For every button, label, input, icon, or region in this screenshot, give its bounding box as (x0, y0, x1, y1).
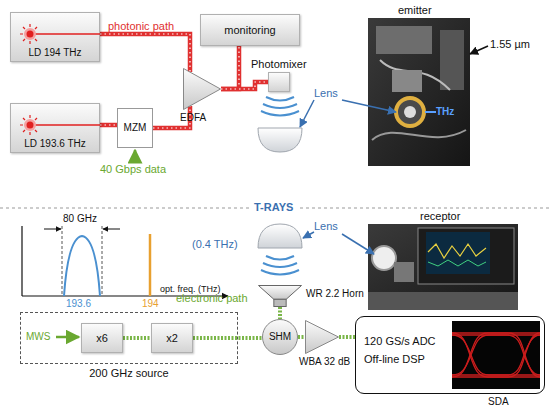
node-text: Off-line DSP (364, 353, 425, 366)
photomixer-box: Photomixer (268, 72, 290, 92)
text-label: photonic path (108, 20, 174, 33)
text-label: 40 Gbps data (100, 163, 166, 176)
modulator-box: MZM (117, 108, 153, 148)
amplifier-triangle: WBA 32 dB (305, 320, 339, 354)
node-text: WR 2.2 Horn (306, 288, 364, 300)
multiplier-box: x2 (151, 323, 193, 353)
electrical-link (193, 338, 262, 339)
fiber-line (100, 34, 190, 72)
electrical-link (280, 307, 281, 319)
mixer-circle: SHM (262, 319, 298, 355)
text-label: 80 GHz (63, 213, 97, 225)
separator (0, 207, 550, 208)
text-label: Lens (314, 220, 338, 233)
wire-line (339, 335, 355, 339)
electrical-link (298, 337, 305, 338)
node-text: 120 GS/s ADC (364, 335, 436, 348)
text-label: MWS (26, 331, 50, 343)
wire-line (278, 307, 282, 319)
lens (258, 224, 302, 248)
text-label: receptor (420, 210, 460, 223)
text-label: 194 (142, 298, 159, 310)
text-label: opt. freq. (THz) (160, 284, 221, 294)
node-text: WBA 32 dB (299, 356, 350, 368)
fiber-line (221, 46, 239, 89)
spectrum-plot (22, 226, 228, 296)
text-label: electronic path (176, 292, 248, 305)
node-text: Photomixer (251, 58, 307, 71)
text-label: Lens (314, 87, 338, 100)
lens (258, 128, 302, 152)
thz-waves (261, 97, 299, 275)
shape-outline (183, 68, 221, 110)
laser-box: LD 193.6 THz (10, 103, 100, 153)
node-text: LD 193.6 THz (11, 138, 99, 150)
node-text: EDFA (180, 112, 206, 124)
text-label: (0.4 THz) (192, 238, 238, 251)
laser-symbol (20, 24, 100, 44)
node-text: LD 194 THz (11, 47, 99, 59)
node-text: x6 (82, 332, 122, 345)
source-group: 200 GHz sourcex6x2 (20, 312, 238, 364)
node-text: SHM (262, 331, 298, 343)
node-text: SDA (488, 396, 509, 408)
wavelength-arrow (470, 46, 488, 54)
wire-line (123, 336, 151, 340)
multiplier-box: x6 (81, 323, 123, 353)
wire-line (298, 335, 305, 339)
electrical-link (123, 338, 151, 339)
monitor-box: monitoring (200, 14, 300, 46)
fiber-line (100, 123, 117, 128)
emitter-photo (368, 18, 470, 166)
optical-fiber (221, 82, 268, 89)
receptor-photo (368, 224, 518, 310)
node-text: x2 (152, 332, 192, 345)
fiber-dots (100, 34, 190, 72)
analyzer-box: 120 GS/s ADCOff-line DSPSDA (355, 316, 545, 394)
optical-fiber (100, 125, 117, 126)
eye-diagram (452, 321, 540, 389)
shape-outline (258, 285, 302, 307)
node-text: monitoring (201, 24, 299, 37)
node-text: 200 GHz source (21, 367, 237, 380)
amplifier-triangle: EDFA (183, 68, 221, 110)
fiber-line (221, 82, 268, 89)
electrical-link (339, 337, 355, 338)
laser-box: LD 194 THz (10, 12, 100, 62)
text-label: 1.55 µm (490, 38, 530, 51)
laser-symbol (20, 115, 100, 135)
text-label: T-RAYS (250, 201, 297, 214)
text-label: THz (436, 106, 454, 118)
optical-fiber (100, 34, 190, 72)
mws-arrow (56, 336, 79, 339)
horn-antenna: WR 2.2 Horn (258, 285, 302, 307)
fiber-dots (221, 82, 268, 89)
wire-line (193, 336, 262, 340)
shape-outline (305, 320, 339, 354)
optical-fiber (221, 46, 239, 89)
data-arrow (134, 150, 137, 162)
node-text: MZM (118, 122, 152, 134)
text-label: 193.6 (66, 298, 91, 310)
text-label: emitter (398, 4, 432, 17)
fiber-dots (221, 46, 239, 89)
fiber-dots (100, 124, 117, 125)
leader-lines (300, 100, 396, 254)
